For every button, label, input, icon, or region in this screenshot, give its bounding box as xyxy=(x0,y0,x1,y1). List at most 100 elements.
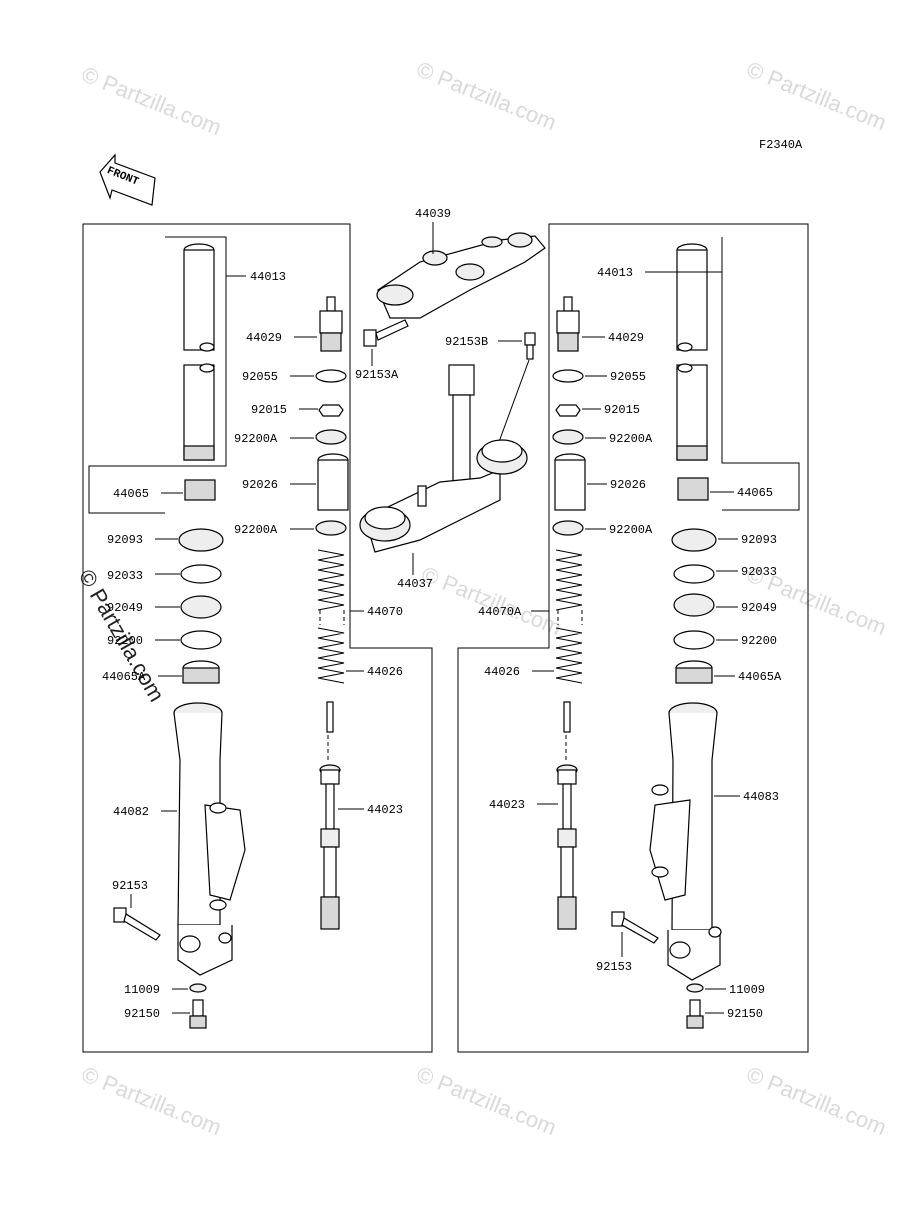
left-fork-frame xyxy=(82,223,433,1053)
label-R-44013: 44013 xyxy=(597,266,633,280)
label-R-92150: 92150 xyxy=(727,1007,763,1021)
inner-tube-right xyxy=(676,243,708,461)
washer-R-11009 xyxy=(686,983,704,993)
label-R-92049: 92049 xyxy=(741,601,777,615)
seal-L-92093 xyxy=(178,528,224,552)
damper-rod-R-44023 xyxy=(556,701,578,930)
front-arrow-icon: FRONT xyxy=(99,153,156,206)
label-R-92093: 92093 xyxy=(741,533,777,547)
label-L-92200A-top: 92200A xyxy=(234,432,278,446)
bushing-R-44065 xyxy=(677,477,709,501)
bushing-L-44065A xyxy=(182,660,220,684)
nut-R-92015 xyxy=(555,404,581,417)
label-L-92200: 92200 xyxy=(107,634,143,648)
bolt-L-92150 xyxy=(189,999,207,1029)
label-92153B: 92153B xyxy=(445,335,488,349)
washer-L-92200A-top xyxy=(315,429,347,445)
label-L-92026: 92026 xyxy=(242,478,278,492)
label-R-44083: 44083 xyxy=(743,790,779,804)
cap-bolt-right xyxy=(556,296,580,352)
washer-L-92200 xyxy=(180,630,222,650)
washer-L-92200A-bot xyxy=(315,520,347,536)
washer-R-92200A-bot xyxy=(552,520,584,536)
label-44039: 44039 xyxy=(415,207,451,221)
seal-R-92093 xyxy=(671,528,717,552)
label-R-92200A-top: 92200A xyxy=(609,432,653,446)
seal-R-92049 xyxy=(673,593,715,617)
left-inner-frame xyxy=(88,236,227,514)
label-R-44065: 44065 xyxy=(737,486,773,500)
upper-bracket xyxy=(376,232,546,319)
washer-R-92200A-top xyxy=(552,429,584,445)
watermark: © Partzilla.com xyxy=(743,56,890,135)
label-R-92033: 92033 xyxy=(741,565,777,579)
label-L-92033: 92033 xyxy=(107,569,143,583)
bolt-R-92150 xyxy=(686,999,704,1029)
watermark: © Partzilla.com xyxy=(413,56,560,135)
spring-R-44026 xyxy=(555,549,583,684)
watermark: © Partzilla.com xyxy=(78,61,225,140)
watermark: © Partzilla.com xyxy=(418,561,565,640)
label-44037: 44037 xyxy=(397,577,433,591)
label-L-44029: 44029 xyxy=(246,331,282,345)
bolt-92153A xyxy=(363,319,409,347)
label-R-11009: 11009 xyxy=(729,983,765,997)
spring-L-44026 xyxy=(317,549,345,684)
label-R-92015: 92015 xyxy=(604,403,640,417)
label-L-92055: 92055 xyxy=(242,370,278,384)
label-L-92015: 92015 xyxy=(251,403,287,417)
bushing-L-44065 xyxy=(184,479,216,501)
outer-tube-L-44082 xyxy=(173,702,246,976)
label-L-44082: 44082 xyxy=(113,805,149,819)
bolt-R-92153 xyxy=(611,911,659,944)
label-R-92026: 92026 xyxy=(610,478,646,492)
clip-L-92033 xyxy=(180,564,222,584)
label-R-44023: 44023 xyxy=(489,798,525,812)
oring-R-92055 xyxy=(552,369,584,383)
right-fork-frame xyxy=(457,223,809,1053)
label-R-44026: 44026 xyxy=(484,665,520,679)
label-44070: 44070 xyxy=(367,605,403,619)
label-L-44065: 44065 xyxy=(113,487,149,501)
label-L-44013: 44013 xyxy=(250,270,286,284)
clip-R-92033 xyxy=(673,564,715,584)
inner-tube-left xyxy=(183,243,215,461)
bolt-92153B xyxy=(495,332,536,451)
label-92153A: 92153A xyxy=(355,368,399,382)
lower-bracket-stem xyxy=(359,364,528,553)
label-R-92055: 92055 xyxy=(610,370,646,384)
right-inner-frame xyxy=(721,237,800,511)
bolt-L-92153 xyxy=(113,907,161,941)
spacer-L-92026 xyxy=(317,453,349,511)
watermark: © Partzilla.com xyxy=(413,1061,560,1140)
label-R-44029: 44029 xyxy=(608,331,644,345)
figure-code: F2340A xyxy=(759,138,803,152)
spacer-R-92026 xyxy=(554,453,586,511)
label-L-92153: 92153 xyxy=(112,879,148,893)
label-L-44023: 44023 xyxy=(367,803,403,817)
label-44070A: 44070A xyxy=(478,605,522,619)
watermark: © Partzilla.com xyxy=(78,1061,225,1140)
label-L-92049: 92049 xyxy=(107,601,143,615)
label-L-11009: 11009 xyxy=(124,983,160,997)
cap-bolt-left xyxy=(319,296,343,352)
label-L-92093: 92093 xyxy=(107,533,143,547)
nut-L-92015 xyxy=(318,404,344,417)
outer-tube-R-44083 xyxy=(649,702,722,981)
label-R-92153: 92153 xyxy=(596,960,632,974)
oring-L-92055 xyxy=(315,369,347,383)
label-L-92150: 92150 xyxy=(124,1007,160,1021)
label-L-92200A-bot: 92200A xyxy=(234,523,278,537)
washer-R-92200 xyxy=(673,630,715,650)
bushing-R-44065A xyxy=(675,660,713,684)
seal-L-92049 xyxy=(180,595,222,619)
label-L-44026: 44026 xyxy=(367,665,403,679)
label-R-44065A: 44065A xyxy=(738,670,782,684)
washer-L-11009 xyxy=(189,983,207,993)
label-L-44065A: 44065A xyxy=(102,670,146,684)
label-R-92200: 92200 xyxy=(741,634,777,648)
damper-rod-L-44023 xyxy=(319,701,341,930)
watermark: © Partzilla.com xyxy=(743,1061,890,1140)
label-R-92200A-bot: 92200A xyxy=(609,523,653,537)
